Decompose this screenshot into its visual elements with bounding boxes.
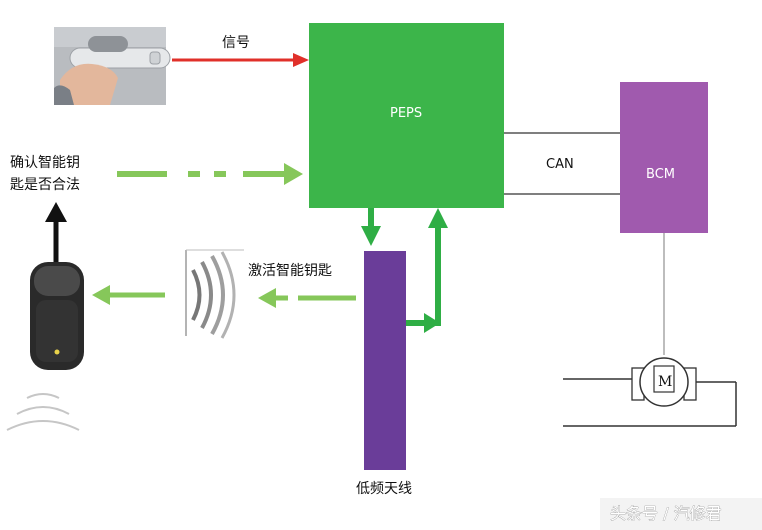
peps-to-antenna-arrow — [361, 208, 381, 246]
peps-box — [309, 23, 504, 208]
antenna-to-peps-arrow — [406, 208, 448, 333]
antenna-box — [364, 251, 406, 470]
key-wave-icon — [6, 393, 80, 431]
signal-label: 信号 — [222, 35, 250, 51]
can-bus-lines — [504, 132, 620, 195]
watermark-text: 头条号 / 汽修君 — [610, 504, 722, 523]
bcm-box — [620, 82, 708, 233]
smart-key-fob-icon — [30, 262, 84, 370]
confirm-label-line1: 确认智能钥 — [10, 155, 80, 171]
bcm-label: BCM — [646, 167, 675, 182]
activate-label: 激活智能钥匙 — [248, 262, 332, 279]
activate-key-arrow — [258, 288, 356, 308]
signal-arrow — [172, 53, 309, 67]
motor-label: M — [658, 374, 672, 390]
motor-icon — [563, 357, 737, 427]
confirm-key-arrow — [117, 163, 303, 185]
to-key-arrow — [92, 285, 165, 305]
confirm-label-line2: 匙是否合法 — [10, 177, 80, 193]
door-handle-photo-icon — [54, 27, 171, 105]
radio-wave-icon — [185, 249, 244, 339]
can-label: CAN — [546, 157, 574, 172]
watermark: 头条号 / 汽修君 — [600, 498, 762, 530]
peps-label: PEPS — [390, 106, 422, 121]
key-up-arrow — [45, 202, 67, 262]
antenna-label: 低频天线 — [356, 481, 412, 497]
